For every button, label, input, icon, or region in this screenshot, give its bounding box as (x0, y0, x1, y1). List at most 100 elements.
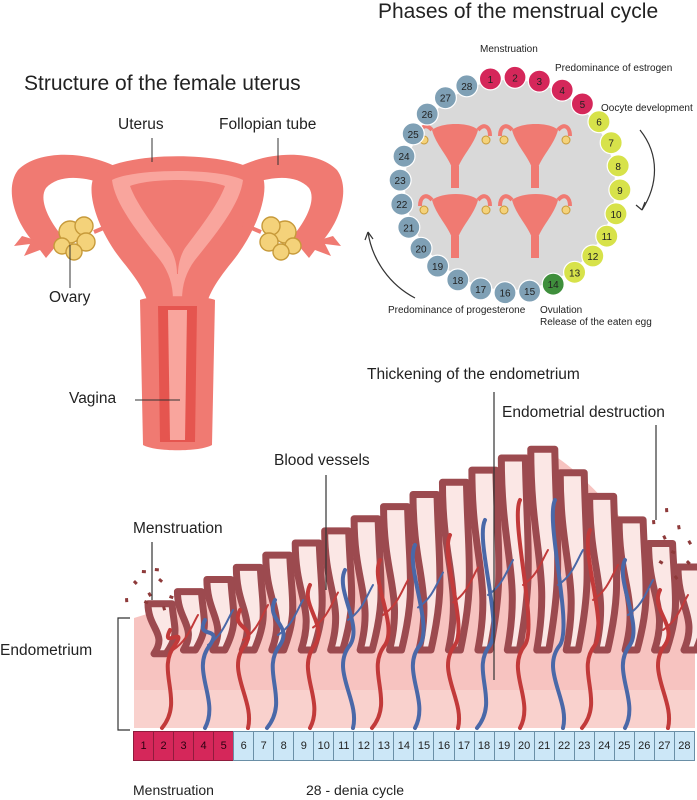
timeline-day-cell: 24 (593, 731, 615, 761)
cycle-day-dot (493, 281, 517, 305)
vein (410, 543, 426, 730)
fallopian-tube-label: Follopian tube (219, 116, 317, 133)
progesterone-arrow (367, 231, 416, 299)
cycle-day-number: 11 (602, 232, 613, 243)
cycle-wheel-background (405, 80, 615, 290)
cycle-day-number: 5 (580, 100, 586, 111)
timeline-day-cell: 3 (173, 731, 195, 761)
cycle-day-number: 12 (587, 252, 599, 263)
cycle-phases-title: Phases of the menstrual cycle (378, 0, 659, 23)
endometrium-label: Endometrium (0, 642, 93, 659)
timeline-cycle-label: 28 - denia cycle (306, 782, 405, 798)
timeline-day-cell: 16 (433, 731, 455, 761)
timeline-day-cell: 6 (233, 731, 255, 761)
endometrial-gland (321, 527, 356, 654)
vessel-branch (172, 614, 199, 651)
timeline-day-cell: 15 (413, 731, 435, 761)
tissue-fragment (658, 560, 664, 565)
artery (655, 588, 672, 730)
timeline-day-cell: 8 (273, 731, 295, 761)
timeline-day-cell: 19 (493, 731, 515, 761)
egg-release-label: Release of the eaten egg (540, 317, 652, 328)
endometrial-gland (291, 539, 326, 654)
cycle-day-number: 27 (440, 94, 452, 105)
cycle-day-dot (401, 122, 425, 146)
cycle-day-number: 4 (559, 86, 565, 97)
timeline-day-cell: 13 (373, 731, 395, 761)
tissue-fragment (677, 525, 681, 530)
tissue-fragment (143, 600, 149, 605)
cycle-day-dot (608, 178, 632, 202)
cycle-day-dot (604, 202, 628, 226)
timeline-day-cell: 12 (353, 731, 375, 761)
endometrium-menstruation-label: Menstruation (133, 520, 223, 537)
cycle-day-number: 22 (396, 200, 408, 211)
endometrial-gland (144, 600, 179, 658)
vessel-branch (347, 584, 374, 621)
endometrial-gland (262, 551, 297, 654)
ovary-label: Ovary (49, 289, 91, 306)
vessel-branch (207, 609, 234, 646)
endometrial-gland (556, 469, 591, 654)
tissue-fragment (662, 534, 667, 540)
endometrial-gland (438, 478, 473, 654)
vein (265, 598, 286, 730)
artery (235, 608, 252, 730)
endometrial-gland (497, 454, 532, 654)
cycle-day-number: 21 (403, 223, 415, 234)
timeline-day-cell: 11 (333, 731, 355, 761)
endometrial-gland (468, 466, 503, 654)
vessel-branch (382, 579, 409, 616)
cycle-day-number: 1 (488, 75, 494, 86)
cycle-day-dot (426, 254, 450, 278)
vessel-branch (242, 604, 269, 641)
cycle-day-number: 16 (499, 289, 511, 300)
vessel-branch (662, 594, 689, 631)
uterus-body (91, 156, 265, 330)
cycle-day-dot (606, 154, 630, 178)
vessel-branch (592, 564, 619, 601)
vessel-branch (277, 599, 304, 636)
cycle-day-dot (503, 65, 527, 89)
endometrial-gland (380, 503, 415, 654)
cycle-day-number: 2 (512, 73, 518, 84)
timeline-day-cell: 18 (473, 731, 495, 761)
mini-fallopian-tubes (418, 124, 572, 207)
timeline-day-cell: 7 (253, 731, 275, 761)
vagina-label: Vagina (69, 390, 117, 407)
tissue-fragment (158, 578, 164, 583)
vessel-branch (487, 559, 514, 596)
right-ovary (236, 216, 302, 261)
cycle-day-dot (541, 272, 565, 296)
timeline-day-cell: 2 (153, 731, 175, 761)
tissue-fragment (141, 570, 146, 574)
timeline-day-cell: 4 (193, 731, 215, 761)
vessel-branch (417, 571, 444, 609)
cycle-day-number: 17 (475, 285, 487, 296)
cycle-day-dot (392, 144, 416, 168)
cycle-day-dot (550, 78, 574, 102)
timeline-day-cell: 9 (293, 731, 315, 761)
tissue-fragment (162, 606, 167, 611)
vessel-branch (312, 591, 339, 629)
cycle-day-number: 14 (548, 280, 560, 291)
left-fallopian-tube (11, 154, 130, 247)
cycle-day-number: 6 (596, 118, 602, 129)
cycle-day-dot (527, 69, 551, 93)
cycle-day-number: 24 (398, 152, 410, 163)
vessel-branch (522, 549, 549, 586)
tissue-fragment (652, 520, 656, 525)
cycle-day-dot (570, 92, 595, 116)
uterus-structure-title: Structure of the female uterus (24, 72, 301, 95)
thickening-label: Thickening of the endometrium (367, 366, 580, 383)
vagina (140, 296, 215, 451)
ovulation-label: Ovulation (540, 305, 583, 316)
vein (550, 498, 567, 730)
endometrial-gland (645, 539, 680, 654)
cycle-day-dot (469, 277, 493, 301)
timeline-day-cell: 21 (533, 731, 555, 761)
timeline-day-cell: 25 (613, 731, 635, 761)
vein (340, 568, 357, 730)
cycle-day-number: 15 (524, 287, 536, 298)
